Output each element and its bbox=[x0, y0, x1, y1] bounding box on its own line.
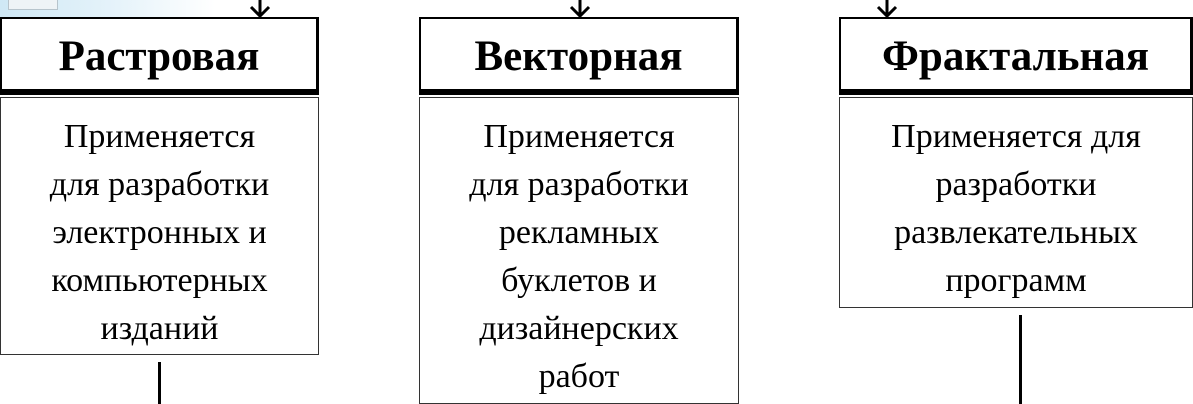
fractal-connector-line bbox=[1019, 315, 1022, 404]
raster-title-box: Растровая bbox=[0, 17, 319, 95]
raster-description-line: компьютерных bbox=[51, 262, 268, 299]
raster-description-line: для разработки bbox=[49, 166, 270, 203]
vector-description-box: Применяется для разработки рекламных бук… bbox=[419, 97, 739, 404]
raster-title: Растровая bbox=[58, 32, 260, 80]
fractal-description-box: Применяется для разработки развлекательн… bbox=[839, 97, 1193, 308]
raster-description-box: Применяется для разработки электронных и… bbox=[0, 97, 319, 355]
vector-title-box: Векторная bbox=[419, 17, 739, 95]
vector-description-line: рекламных bbox=[498, 214, 660, 251]
fractal-title-box: Фрактальная bbox=[839, 17, 1193, 95]
fractal-description-line: разработки bbox=[935, 166, 1097, 203]
fractal-description-line: Применяется для bbox=[891, 118, 1141, 155]
vector-description-line: буклетов и bbox=[501, 262, 657, 299]
vector-description-line: дизайнерских bbox=[479, 310, 679, 347]
fractal-description-line: развлекательных bbox=[894, 214, 1138, 251]
vector-description-line: работ bbox=[538, 358, 620, 395]
arrow-into-fractal bbox=[876, 0, 898, 19]
arrow-into-vector bbox=[569, 0, 591, 19]
fractal-title: Фрактальная bbox=[881, 32, 1150, 80]
raster-description-line: Применяется bbox=[63, 118, 256, 155]
vector-description-line: для разработки bbox=[469, 166, 689, 203]
header-decoration-tab bbox=[8, 0, 58, 10]
raster-connector-line bbox=[158, 362, 161, 404]
raster-description-line: электронных и bbox=[52, 214, 267, 251]
fractal-description-line: программ bbox=[945, 262, 1087, 299]
arrow-into-raster bbox=[249, 0, 271, 19]
vector-title: Векторная bbox=[474, 32, 683, 80]
vector-description-line: Применяется bbox=[483, 118, 675, 155]
raster-description-line: изданий bbox=[100, 310, 219, 347]
